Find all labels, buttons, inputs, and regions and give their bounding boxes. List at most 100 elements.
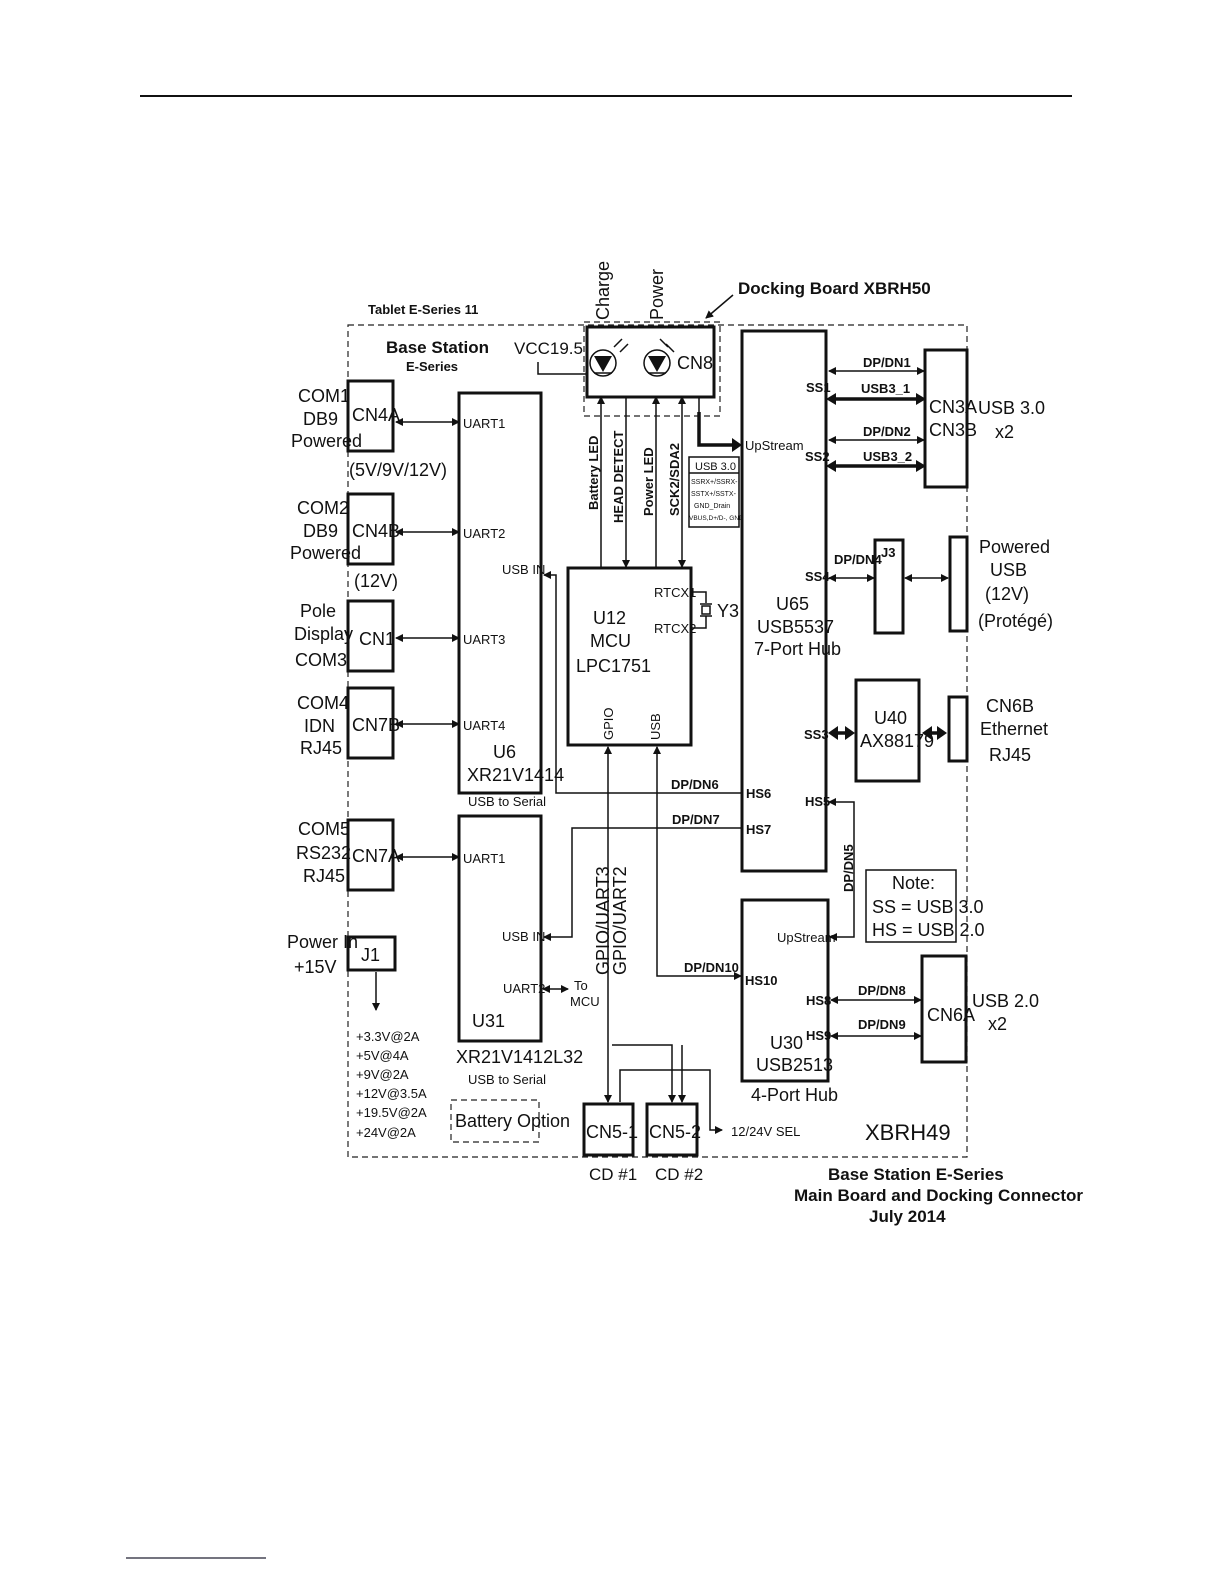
tablet-label: Tablet E-Series 11 [368, 302, 478, 317]
cn8-box [585, 325, 716, 399]
powered-usb-line2: USB [990, 560, 1027, 580]
power-rails: +3.3V@2A +5V@4A +9V@2A +12V@3.5A +19.5V@… [356, 1029, 427, 1140]
u65-part: USB5537 [757, 617, 834, 637]
cn6a-box [920, 954, 968, 1064]
cd2-label: CD #2 [655, 1165, 703, 1184]
com2-line3: Powered [290, 543, 361, 563]
hs5-label: HS5 [805, 794, 830, 809]
note-title: Note: [892, 873, 935, 893]
cn6b-box [947, 695, 969, 763]
usb30-note-1: SSRX+/SSRX- [691, 479, 738, 486]
u6-name: U6 [493, 742, 516, 762]
u6-usb-in: USB IN [502, 562, 545, 577]
u31-part: XR21V1412L32 [456, 1047, 583, 1067]
gpio-uart2-label: GPIO/UART2 [610, 866, 630, 975]
u6-uart1: UART1 [463, 416, 505, 431]
cn7a-label: CN7A [352, 846, 400, 866]
u30-desc: 4-Port Hub [751, 1085, 838, 1105]
com1-line2: DB9 [303, 409, 338, 429]
usb3-2-label: USB3_2 [863, 449, 912, 464]
u31-name: U31 [472, 1011, 505, 1031]
u31-uart1: UART1 [463, 851, 505, 866]
dpdn8-label: DP/DN8 [858, 983, 906, 998]
rail-6: +24V@2A [356, 1125, 416, 1140]
docking-board-label: Docking Board XBRH50 [738, 279, 931, 298]
j1-label: J1 [361, 945, 380, 965]
u30-name: U30 [770, 1033, 803, 1053]
cn3b-label: CN3B [929, 420, 977, 440]
u40-name: U40 [874, 708, 907, 728]
power-label: Power [647, 269, 667, 320]
u6-uart2: UART2 [463, 526, 505, 541]
cn6b-line3: RJ45 [989, 745, 1031, 765]
com1-line1: COM1 [298, 386, 350, 406]
hs10-label: HS10 [745, 973, 778, 988]
u6-part: XR21V1414 [467, 765, 564, 785]
cn5-2-box [645, 1102, 699, 1157]
usb-label: USB [648, 713, 663, 740]
hs8-label: HS8 [806, 993, 831, 1008]
usb30-x2-line2: x2 [995, 422, 1014, 442]
cn5-2-label: CN5-2 [649, 1122, 701, 1142]
cn1-box [346, 599, 395, 673]
com5-line3: RJ45 [303, 866, 345, 886]
dpdn1-label: DP/DN1 [863, 355, 911, 370]
u40-box [854, 678, 921, 783]
cn6a-label: CN6A [927, 1005, 975, 1025]
cn6b-line1: CN6B [986, 696, 1034, 716]
u31-usb-in: USB IN [502, 929, 545, 944]
u65-desc: 7-Port Hub [754, 639, 841, 659]
power-in-line2: +15V [294, 957, 337, 977]
power-in-line1: Power In [287, 932, 358, 952]
battery-option-outline [450, 1099, 540, 1143]
u65-box [740, 329, 828, 873]
base-station-label: Base Station [386, 338, 489, 357]
u6-desc: USB to Serial [468, 794, 546, 809]
com4-line2: IDN [304, 716, 335, 736]
note-ss: SS = USB 3.0 [872, 897, 984, 917]
cn3a-label: CN3A [929, 397, 977, 417]
rail-2: +5V@4A [356, 1048, 409, 1063]
rail-5: +19.5V@2A [356, 1105, 427, 1120]
dpdn4-label: DP/DN4 [834, 552, 882, 567]
cn5-1-label: CN5-1 [586, 1122, 638, 1142]
cn7b-box [346, 686, 395, 760]
usb20-x2-line1: USB 2.0 [972, 991, 1039, 1011]
u12-name: U12 [593, 608, 626, 628]
dpdn2-label: DP/DN2 [863, 424, 911, 439]
to-mcu-line2: MCU [570, 994, 600, 1009]
charge-led-icon [589, 338, 629, 377]
gpio-uart3-label: GPIO/UART3 [593, 866, 613, 975]
com2-voltage: (12V) [354, 571, 398, 591]
powered-usb-line1: Powered [979, 537, 1050, 557]
cn7a-box [346, 818, 395, 892]
charge-label: Charge [593, 261, 613, 320]
rtcx2-label: RTCX2 [654, 621, 696, 636]
cn1-label: CN1 [359, 629, 395, 649]
caption-line3: July 2014 [869, 1207, 946, 1226]
dpdn10-label: DP/DN10 [684, 960, 739, 975]
u65-name: U65 [776, 594, 809, 614]
cn7b-label: CN7B [352, 715, 400, 735]
u65-upstream: UpStream [745, 438, 804, 453]
cn4a-box [346, 379, 395, 453]
pole-line2: Display [294, 624, 353, 644]
usb30-note-title: USB 3.0 [695, 461, 736, 473]
note-hs: HS = USB 2.0 [872, 920, 985, 940]
gpio-label: GPIO [601, 707, 616, 740]
battery-led-label: Battery LED [586, 436, 601, 510]
cn4b-label: CN4B [352, 521, 400, 541]
dpdn5-label: DP/DN5 [841, 844, 856, 892]
cn4b-box [346, 492, 395, 566]
note-box [865, 869, 957, 943]
u6-uart3: UART3 [463, 632, 505, 647]
com5-line1: COM5 [298, 819, 350, 839]
power-led-label: Power LED [641, 447, 656, 516]
u30-upstream: UpStream [777, 930, 836, 945]
cn3-box [923, 348, 969, 489]
com4-line3: RJ45 [300, 738, 342, 758]
u30-part: USB2513 [756, 1055, 833, 1075]
u31-box [457, 814, 543, 1043]
